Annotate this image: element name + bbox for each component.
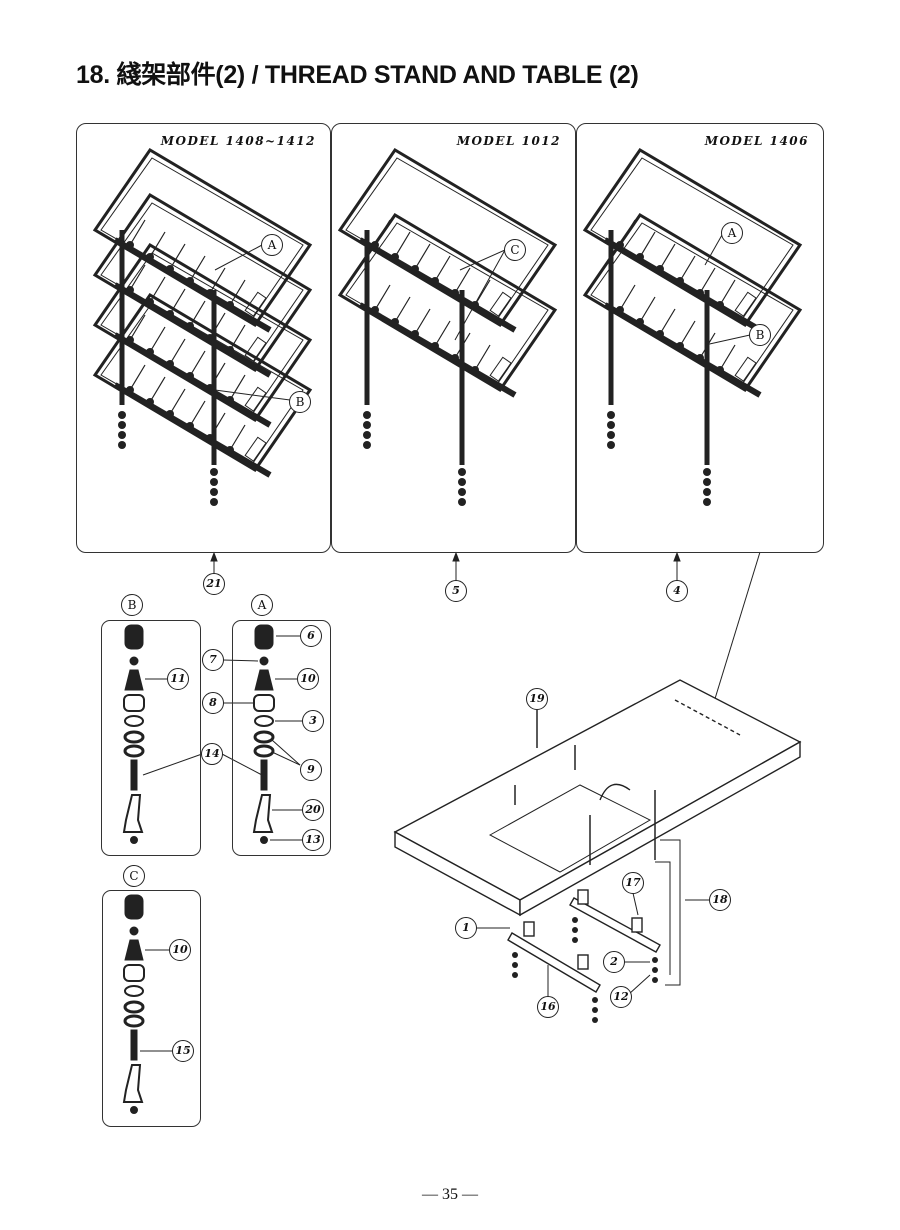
part-callout: 10	[297, 668, 319, 690]
detail-box-a	[232, 620, 331, 856]
part-callout: 16	[537, 996, 559, 1018]
part-callout: 12	[610, 986, 632, 1008]
page-title: 18. 綫架部件(2) / THREAD STAND AND TABLE (2)	[76, 61, 639, 89]
page-number: — 35 —	[422, 1186, 478, 1203]
detail-box-b	[101, 620, 201, 856]
part-callout: 17	[622, 872, 644, 894]
detail-label-a: A	[251, 594, 273, 616]
part-callout: 9	[300, 759, 322, 781]
model-label: MODEL 1406	[704, 134, 809, 148]
detail-label-b: B	[121, 594, 143, 616]
detail-box-c	[102, 890, 201, 1127]
part-callout: 21	[203, 573, 225, 595]
callout-a: A	[721, 222, 743, 244]
thread-tension-assemblies	[122, 624, 275, 1114]
part-callout: 4	[666, 580, 688, 602]
part-callout: 2	[603, 951, 625, 973]
stand-1408-1412	[95, 150, 310, 506]
model-label: MODEL 1408~1412	[160, 134, 316, 148]
part-callout: 15	[172, 1040, 194, 1062]
part-callout: 19	[526, 688, 548, 710]
part-callout: 14	[201, 743, 223, 765]
part-callout: 13	[302, 829, 324, 851]
panel-model-1406: MODEL 1406	[576, 123, 824, 553]
part-callout: 5	[445, 580, 467, 602]
table-rails	[507, 889, 661, 993]
panel-model-1012: MODEL 1012	[331, 123, 576, 553]
stand-1406	[585, 150, 800, 506]
callout-c: C	[504, 239, 526, 261]
table-top	[393, 679, 802, 917]
model-label: MODEL 1012	[456, 134, 561, 148]
part-callout: 1	[455, 917, 477, 939]
part-callout: 11	[167, 668, 189, 690]
callout-b: B	[289, 391, 311, 413]
part-callout: 7	[202, 649, 224, 671]
detail-label-c: C	[123, 865, 145, 887]
part-callout: 6	[300, 625, 322, 647]
panel-model-1408-1412: MODEL 1408~1412	[76, 123, 331, 553]
stand-1012	[340, 150, 555, 506]
part-callout: 18	[709, 889, 731, 911]
part-callout: 10	[169, 939, 191, 961]
part-callout: 20	[302, 799, 324, 821]
part-callout: 8	[202, 692, 224, 714]
callout-b: B	[749, 324, 771, 346]
part-callout: 3	[302, 710, 324, 732]
callout-a: A	[261, 234, 283, 256]
